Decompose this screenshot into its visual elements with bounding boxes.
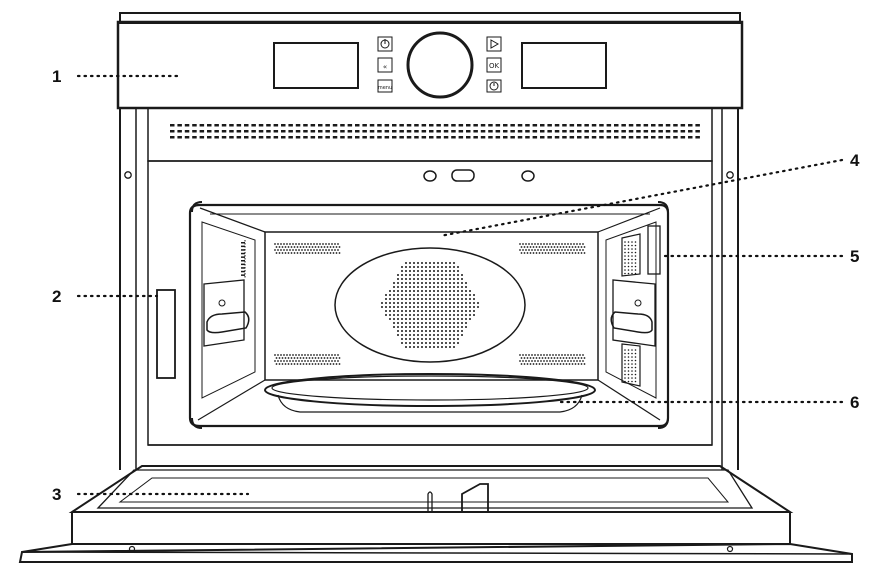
callout-3: 3 — [52, 485, 61, 504]
callout-2: 2 — [52, 287, 61, 306]
callout-leaders — [76, 74, 844, 496]
rear-fan-cover — [334, 247, 526, 363]
timer-icon — [489, 81, 499, 91]
ok-label: OK — [489, 62, 500, 70]
callout-numbers: 1 2 3 4 5 6 — [52, 67, 860, 504]
callout-5: 5 — [850, 247, 859, 266]
door-screw-left-icon — [128, 545, 136, 553]
control-knob — [406, 31, 474, 99]
screw-right-icon — [726, 171, 734, 179]
right-shelf-support — [610, 279, 656, 347]
left-display — [273, 42, 359, 89]
door-latch-hook — [461, 483, 489, 512]
door-hook-slot — [156, 289, 176, 379]
callout-4: 4 — [850, 151, 860, 170]
oven-door — [18, 465, 853, 563]
right-button-column: OK — [486, 36, 502, 93]
fan-perforation — [381, 262, 479, 348]
latch-slot — [451, 169, 475, 182]
side-grille-upper — [621, 225, 661, 277]
door-screw-right-icon — [726, 545, 734, 553]
right-display — [521, 42, 607, 89]
latch-hole-right — [521, 170, 535, 182]
left-shelf-support — [203, 240, 250, 347]
back-wall — [264, 231, 599, 381]
back-icon: « — [383, 63, 387, 71]
cavity-frame — [147, 160, 713, 446]
vent-grille — [147, 107, 713, 162]
latch-hole-left — [423, 170, 437, 182]
screw-left-icon — [124, 171, 132, 179]
turntable-tray — [264, 373, 596, 413]
callout-1: 1 — [52, 67, 61, 86]
cavity-vents — [274, 243, 586, 365]
side-grille-lower — [621, 343, 641, 387]
menu-label: menu — [378, 85, 392, 91]
left-button-column: « menu — [377, 36, 393, 93]
control-panel: « menu OK — [116, 20, 744, 110]
oven-cavity — [188, 201, 670, 429]
callout-6: 6 — [850, 393, 859, 412]
start-icon — [490, 39, 500, 49]
